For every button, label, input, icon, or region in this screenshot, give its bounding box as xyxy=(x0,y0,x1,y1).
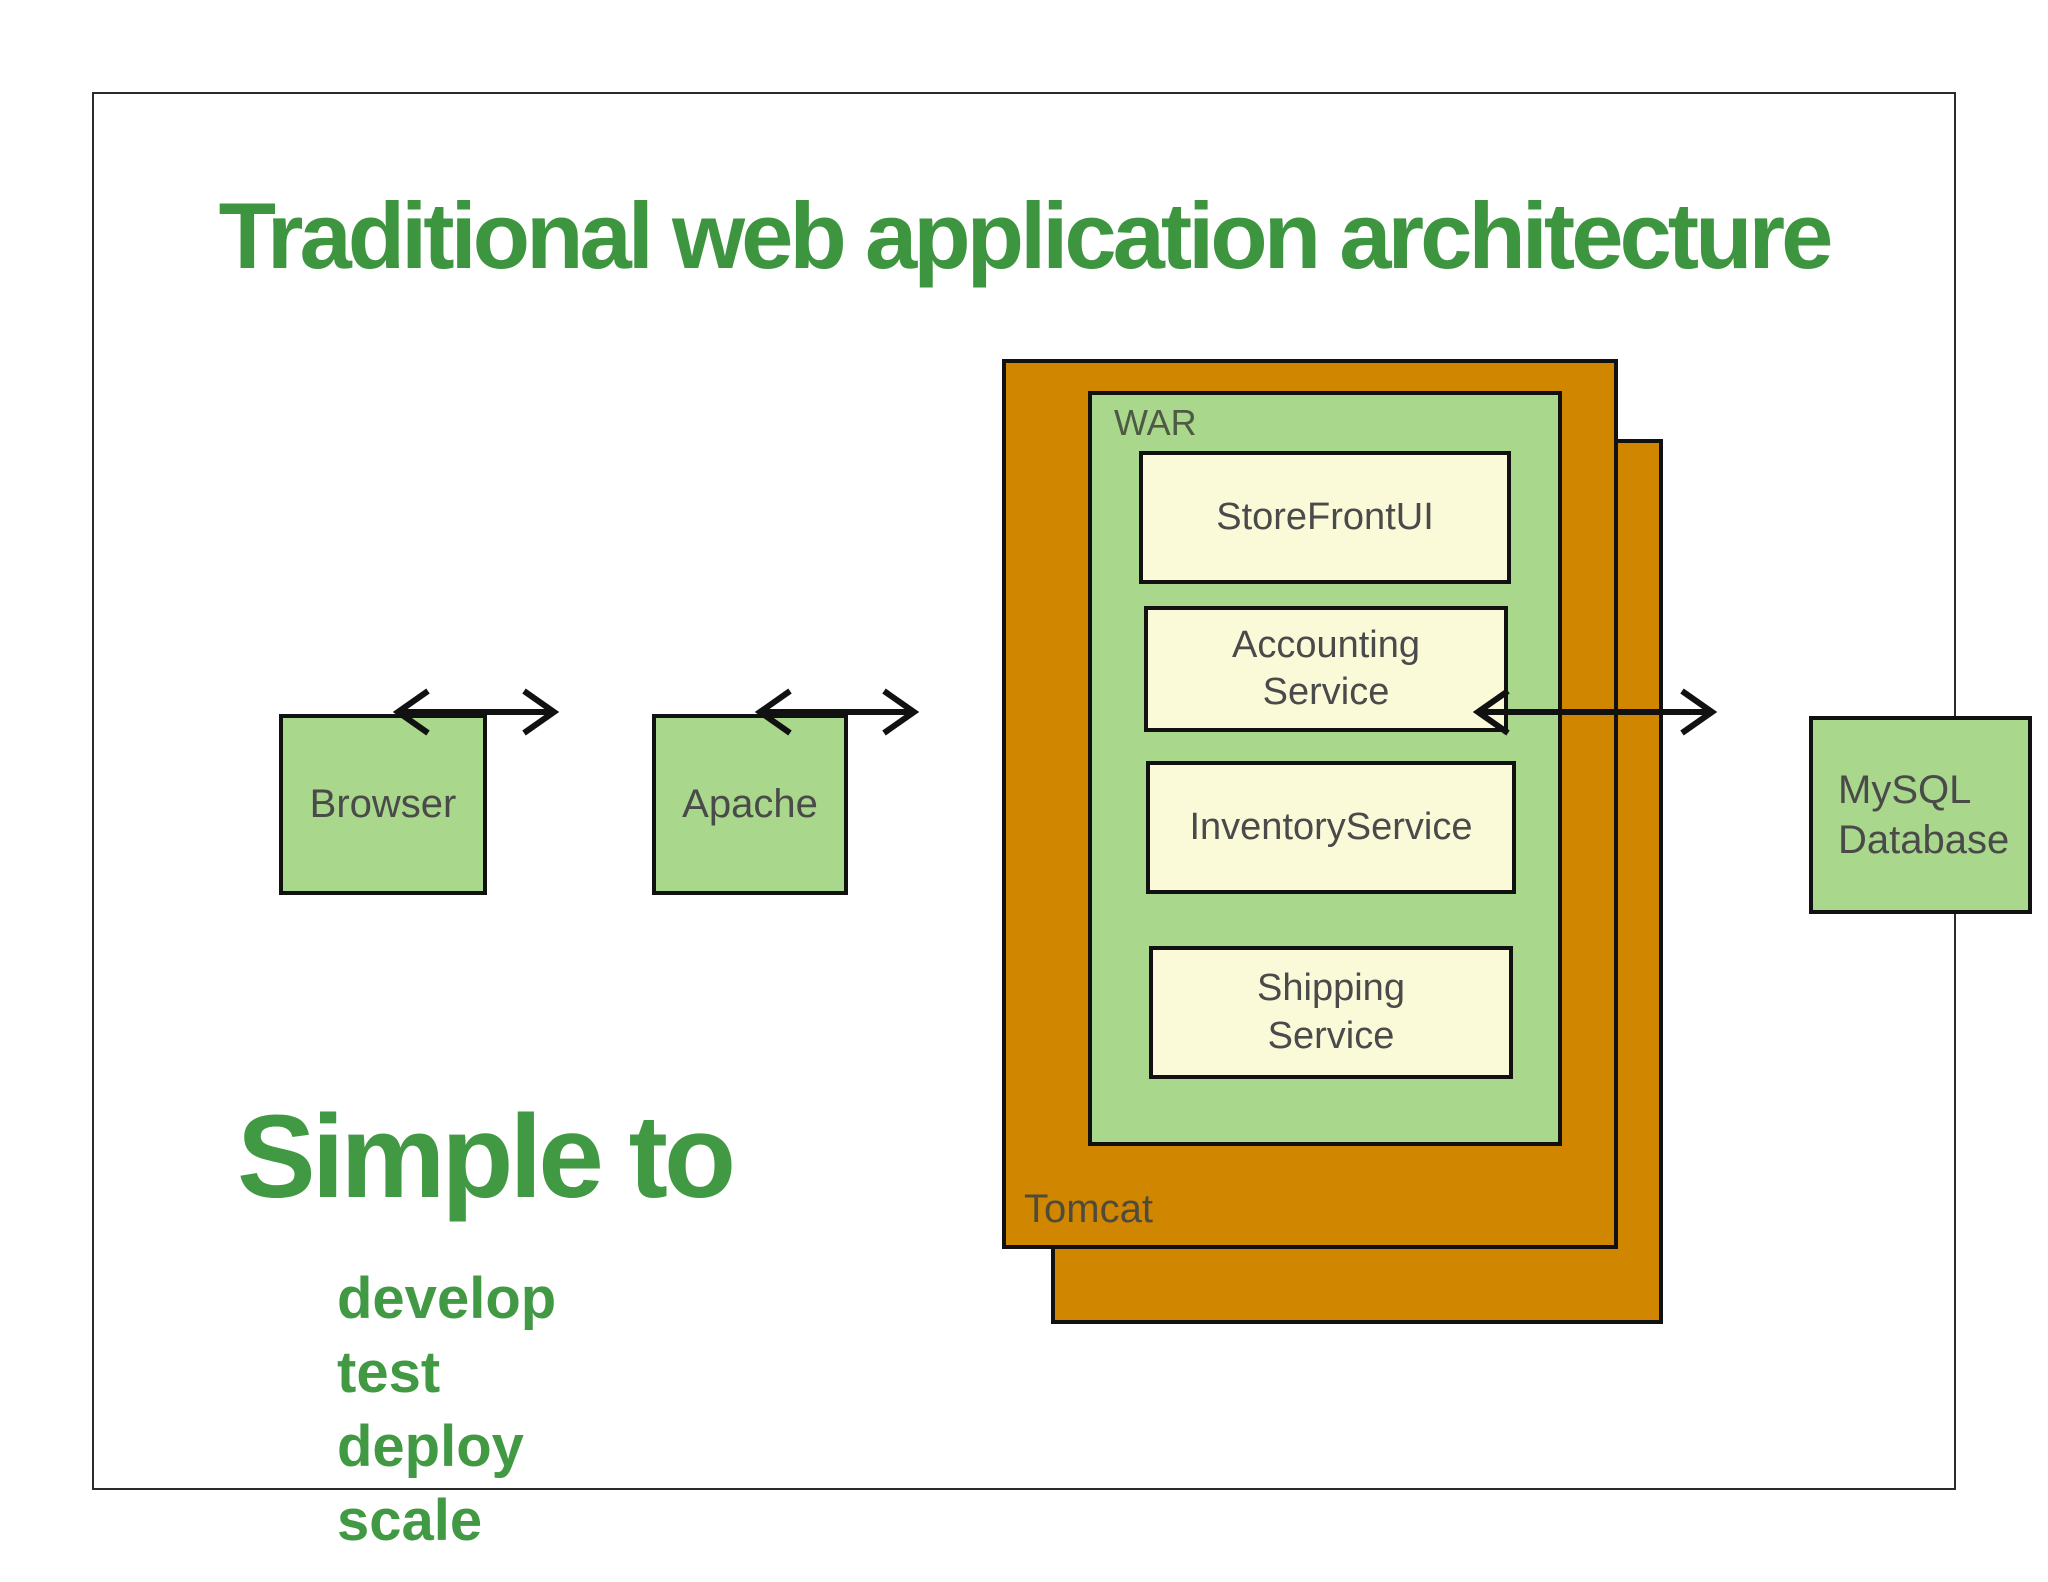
browser-node: Browser xyxy=(279,714,487,895)
service-storefrontui: StoreFrontUI xyxy=(1139,451,1511,584)
service-shipping-label: Shipping Service xyxy=(1257,967,1405,1057)
browser-label: Browser xyxy=(309,782,457,826)
service-accounting-label: Accounting Service xyxy=(1231,623,1420,714)
service-accounting: Accounting Service xyxy=(1144,606,1508,732)
apache-label: Apache xyxy=(682,782,818,826)
notes-item-develop: develop xyxy=(337,1266,557,1331)
slide-title: Traditional web application architecture xyxy=(218,183,1834,288)
notes-item-test: test xyxy=(337,1340,441,1405)
service-shipping: Shipping Service xyxy=(1149,946,1513,1079)
mysql-database-label: MySQL Database xyxy=(1838,768,2010,862)
service-storefrontui-label: StoreFrontUI xyxy=(1216,495,1434,538)
tomcat-label: Tomcat xyxy=(1024,1187,1153,1231)
notes-item-scale: scale xyxy=(337,1488,483,1553)
service-inventory: InventoryService xyxy=(1146,761,1516,894)
notes-heading: Simple to xyxy=(237,1091,736,1223)
war-label: WAR xyxy=(1114,402,1197,443)
slide-frame: Traditional web application architecture… xyxy=(92,92,2032,1553)
notes-list: develop test deploy scale xyxy=(337,1262,556,1558)
notes-item-deploy: deploy xyxy=(337,1414,524,1479)
apache-node: Apache xyxy=(652,714,848,895)
mysql-database-node: MySQL Database xyxy=(1809,716,2032,914)
service-inventory-label: InventoryService xyxy=(1189,805,1473,848)
